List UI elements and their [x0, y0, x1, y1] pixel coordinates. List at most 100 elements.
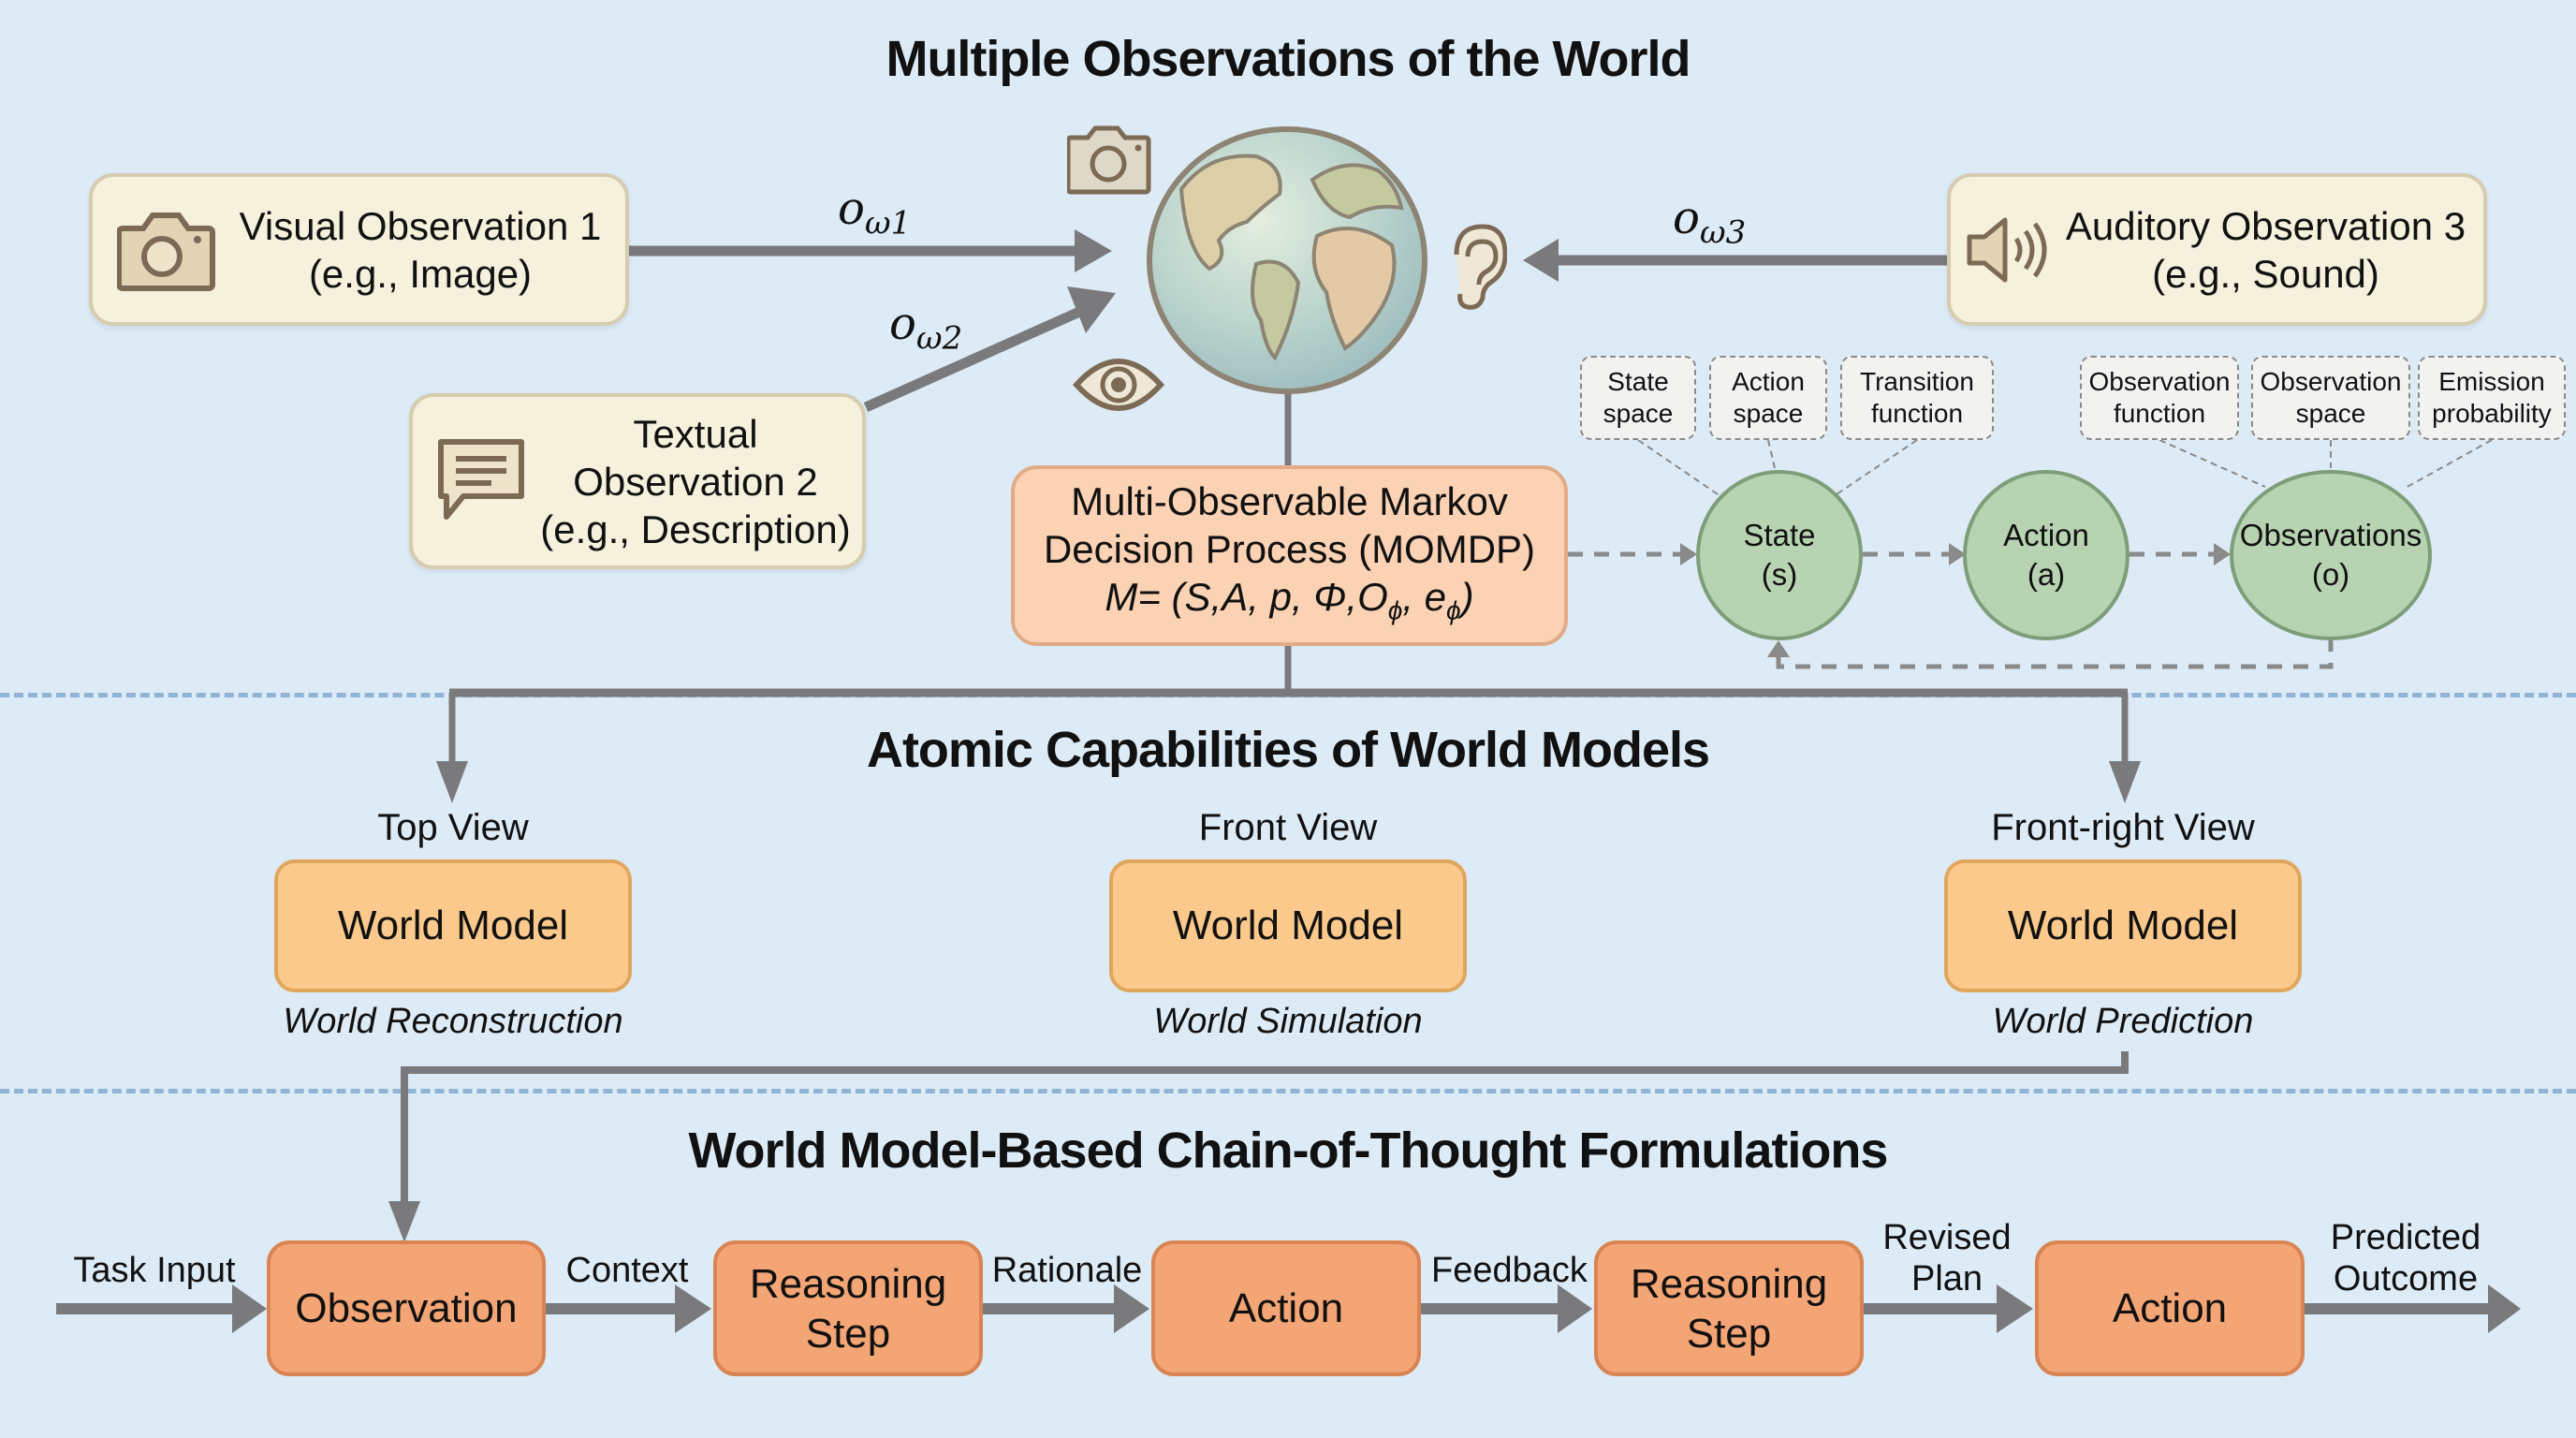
arrow-textual-to-globe [863, 286, 1116, 413]
edge-label-text: Outcome [2333, 1259, 2479, 1299]
component-transition-function: Transition function [1840, 356, 1994, 440]
component-label: State [1607, 367, 1669, 396]
chain-step-label: Action [1228, 1285, 1344, 1331]
view-label-top: Top View [377, 807, 529, 848]
edge-label-sub: ω1 [864, 204, 912, 242]
formula-part: , e [1402, 574, 1447, 619]
camera-icon [1065, 125, 1153, 196]
node-label: (a) [2027, 557, 2066, 592]
node-label: (s) [1761, 557, 1798, 592]
globe-icon [1144, 124, 1430, 397]
edge-label-sub: ω2 [915, 319, 963, 358]
edge-label-o-omega-1: oω1 [838, 183, 911, 242]
speaker-icon [1964, 213, 2048, 287]
arrow-auditory-to-globe [1523, 239, 1947, 282]
auditory-observation-title: Auditory Observation 3 [2065, 203, 2466, 248]
chain-step-label: Step [805, 1310, 891, 1357]
arrow-visual-to-globe [629, 229, 1112, 272]
component-label: space [2295, 399, 2366, 428]
dashed-arrow-momdp-to-state [1568, 543, 1697, 565]
component-observation-space: Observation space [2251, 356, 2410, 440]
section-title-chain-of-thought: World Model-Based Chain-of-Thought Formu… [688, 1123, 1889, 1179]
textual-observation-title-1: Textual [633, 411, 758, 456]
edge-label-sub: ω3 [1699, 213, 1747, 252]
textual-observation-example: (e.g., Description) [540, 506, 851, 551]
component-label: space [1733, 399, 1804, 428]
edge-label-rationale: Rationale [983, 1250, 1151, 1291]
edge-label-text: Context [565, 1251, 689, 1290]
chain-step-label: Observation [295, 1285, 518, 1331]
speech-bubble-icon [435, 434, 529, 528]
chain-step-label: Reasoning [749, 1260, 947, 1307]
view-label-front-right: Front-right View [1991, 807, 2255, 848]
momdp-formula: M= (S,A, p, Φ,Oϕ, eϕ) [1105, 573, 1473, 634]
chain-arrows [56, 1284, 2521, 1333]
node-label: (o) [2311, 557, 2350, 592]
visual-observation-example: (e.g., Image) [308, 251, 533, 296]
chain-step-label: Action [2112, 1285, 2228, 1331]
connector-prediction-to-observation [388, 1051, 2129, 1242]
chain-step-action-1: Action [1151, 1240, 1421, 1376]
section-title-observations: Multiple Observations of the World [886, 31, 1690, 87]
formula-sub: ϕ [1446, 595, 1461, 625]
ear-icon [1449, 223, 1508, 311]
edge-label-text: Predicted [2330, 1218, 2481, 1257]
component-label: Observation [2260, 367, 2402, 396]
textual-observation-box: Textual Observation 2 (e.g., Description… [409, 393, 866, 569]
visual-observation-title: Visual Observation 1 [239, 203, 602, 248]
formula-part: ) [1460, 574, 1474, 619]
component-links [1637, 439, 2493, 497]
caption-world-simulation: World Simulation [1153, 1002, 1423, 1041]
camera-icon [116, 208, 215, 292]
node-label: Observations [2239, 518, 2422, 552]
auditory-observation-example: (e.g., Sound) [2152, 251, 2379, 296]
dashed-arrow-state-to-action [1863, 543, 1966, 565]
dashed-arrow-feedback-loop [1767, 637, 2334, 669]
momdp-box: Multi-Observable Markov Decision Process… [1011, 465, 1568, 646]
edge-label-text: Revised [1882, 1218, 2012, 1257]
eye-icon [1072, 356, 1165, 414]
visual-observation-box: Visual Observation 1 (e.g., Image) [89, 173, 629, 326]
momdp-title-2: Decision Process (MOMDP) [1043, 526, 1536, 571]
chain-step-label: Step [1686, 1310, 1772, 1357]
edge-label-text: Rationale [991, 1251, 1143, 1290]
edge-label-text: Plan [1910, 1259, 1983, 1299]
formula-sub: ϕ [1387, 595, 1403, 625]
component-action-space: Action space [1709, 356, 1827, 440]
view-label-front: Front View [1198, 807, 1378, 848]
component-label: function [2113, 399, 2206, 428]
world-model-top: World Model [274, 859, 632, 992]
caption-world-prediction: World Prediction [1992, 1002, 2254, 1041]
world-model-front: World Model [1109, 859, 1467, 992]
arrow-to-top-view [436, 693, 468, 803]
edge-label-base: o [1673, 192, 1700, 244]
edge-label-text: Task Input [73, 1251, 236, 1290]
section-title-atomic-capabilities: Atomic Capabilities of World Models [866, 722, 1710, 778]
node-label: Action [2003, 518, 2089, 552]
edge-label-o-omega-2: oω2 [889, 298, 962, 358]
component-label: Action [1732, 367, 1805, 396]
component-label: probability [2432, 399, 2552, 428]
edge-label-base: o [838, 183, 865, 235]
momdp-title-1: Multi-Observable Markov [1071, 478, 1508, 523]
chain-step-observation: Observation [267, 1240, 546, 1376]
section-divider-2 [0, 1089, 2576, 1093]
component-label: Transition [1860, 367, 1974, 396]
edge-label-context: Context [548, 1250, 707, 1291]
edge-label-feedback: Feedback [1423, 1250, 1596, 1291]
node-observations: Observations (o) [2230, 470, 2432, 640]
node-label: State [1743, 518, 1816, 552]
node-state: State (s) [1696, 470, 1863, 640]
component-state-space: State space [1580, 356, 1696, 440]
chain-step-action-2: Action [2035, 1240, 2305, 1376]
component-label: space [1603, 399, 1674, 428]
auditory-observation-box: Auditory Observation 3 (e.g., Sound) [1947, 173, 2487, 326]
component-label: function [1870, 399, 1964, 428]
edge-label-base: o [889, 298, 916, 350]
